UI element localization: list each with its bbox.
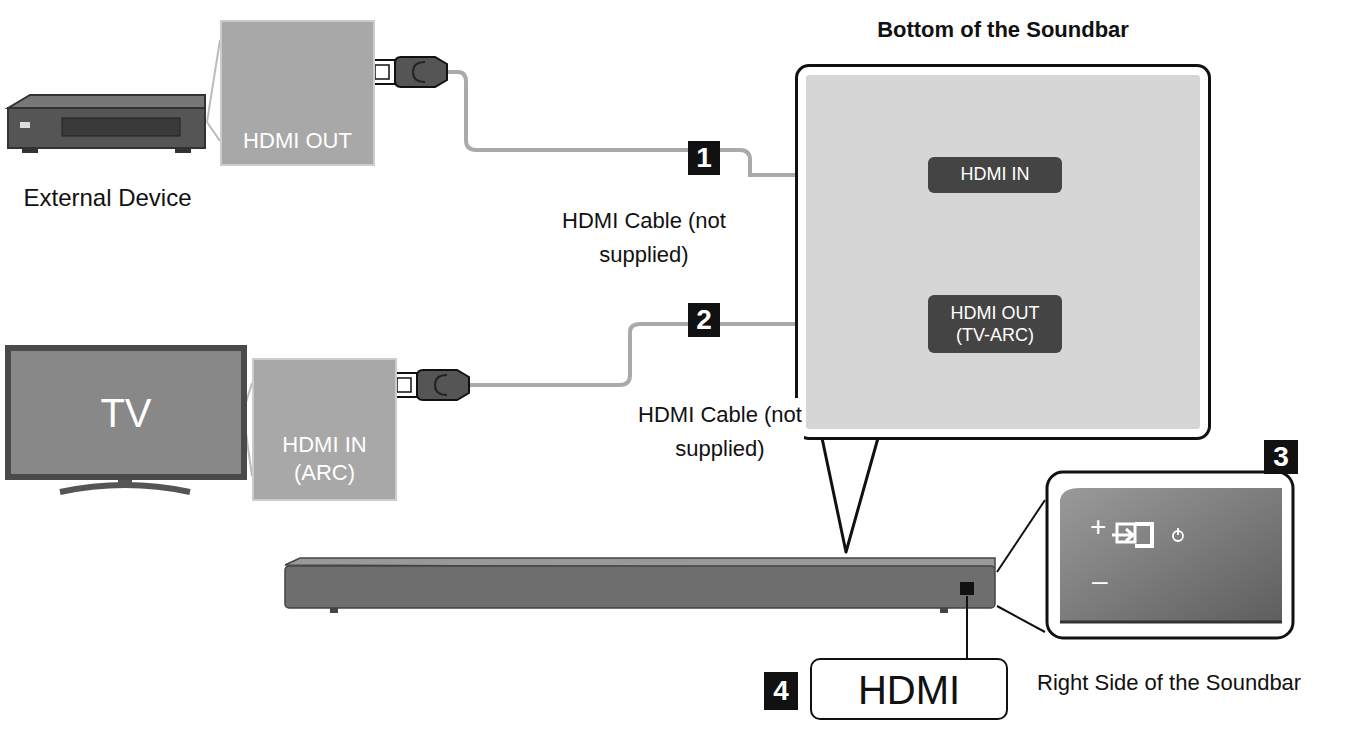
soundbar-drawing xyxy=(285,558,995,660)
display-box: HDMI xyxy=(810,658,1008,720)
cable-label: HDMI Cable (not supplied) xyxy=(560,204,728,272)
callout-pointer xyxy=(822,436,878,552)
port-callout: HDMI IN (ARC) xyxy=(252,358,397,501)
hdmi-plug xyxy=(391,370,469,400)
leader-line xyxy=(997,500,1045,632)
cable-label: HDMI Cable (not supplied) xyxy=(636,398,804,466)
node-text: HDMI OUT (TV-ARC) xyxy=(932,302,1058,346)
node-text: HDMI xyxy=(812,668,1006,713)
node-text: TV xyxy=(11,391,241,436)
device-box: External Device xyxy=(0,88,215,216)
port-label: HDMI IN xyxy=(928,157,1062,193)
panel-box: Right Side of the Soundbar xyxy=(1047,472,1293,638)
right-panel-drawing xyxy=(1047,472,1293,638)
external-device-drawing xyxy=(8,95,205,153)
node-text: HDMI IN xyxy=(932,164,1058,185)
callout-number: 1 xyxy=(688,141,720,175)
callout-leader xyxy=(207,40,220,141)
port-label: HDMI OUT (TV-ARC) xyxy=(928,295,1062,353)
node-text: Right Side of the Soundbar xyxy=(1037,670,1301,696)
button-symbol: + xyxy=(1090,512,1106,542)
node-text: External Device xyxy=(0,184,215,212)
button-symbol: – xyxy=(1092,566,1108,596)
callout-number: 3 xyxy=(1264,440,1298,474)
callout-number: 2 xyxy=(688,303,720,337)
node-text: HDMI OUT xyxy=(222,128,373,154)
tv-stand xyxy=(60,478,190,492)
tv-screen: TV xyxy=(5,345,247,480)
node-text: Bottom of the Soundbar xyxy=(798,17,1208,43)
callout-number: 4 xyxy=(764,672,798,710)
hdmi-plug xyxy=(369,57,447,87)
node-text: HDMI IN (ARC) xyxy=(258,431,391,487)
panel-box: Bottom of the SoundbarHDMI INHDMI OUT (T… xyxy=(795,64,1211,440)
port-callout: HDMI OUT xyxy=(220,20,375,166)
